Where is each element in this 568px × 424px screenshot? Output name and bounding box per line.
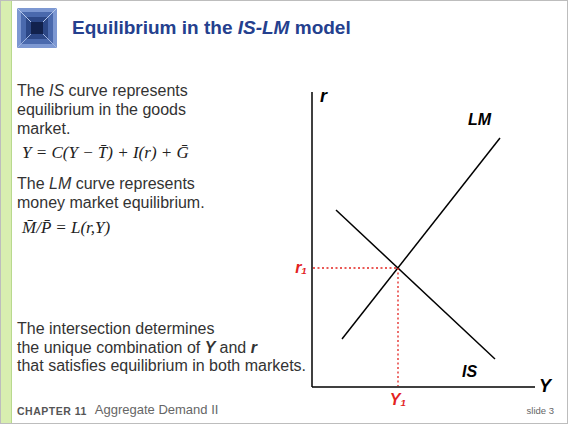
icon-edge	[43, 8, 57, 22]
slide-number: slide 3	[527, 405, 554, 416]
text-run: Equilibrium	[72, 17, 182, 38]
text-run: represents	[119, 175, 195, 192]
text-run: IS	[49, 82, 69, 99]
text-run: goods	[142, 101, 186, 118]
text-run: equilibrium	[17, 101, 99, 118]
icon-edge	[17, 34, 31, 48]
side-bar	[0, 0, 11, 424]
slide-title: Equilibrium in the IS-LM model	[72, 17, 351, 39]
axis-label: Y	[539, 376, 551, 397]
body-text: The LM curve represents money market equ…	[17, 175, 222, 213]
side-bar-edge	[11, 0, 12, 424]
is-equation: Y = C(Y − T̄) + I(r) + Ḡ	[22, 143, 189, 163]
text-run: both	[209, 357, 245, 374]
body-text: The IS curve represents equilibrium in t…	[17, 82, 222, 139]
text-run: and	[220, 339, 251, 356]
text-run: satisfies	[48, 357, 110, 374]
text-run: The	[17, 82, 49, 99]
axis-label: r	[320, 86, 327, 107]
text-run: IS-LM	[238, 17, 295, 38]
r-axis	[311, 92, 313, 387]
text-run: represents	[112, 82, 188, 99]
is-curve	[336, 210, 495, 359]
text-run: in	[192, 357, 209, 374]
equilibrium-value: Y₁	[390, 391, 406, 410]
text-run: model	[295, 17, 351, 38]
text-run: equilibrium.	[123, 194, 205, 211]
text-run: combination	[96, 339, 187, 356]
body-text: The intersection determines	[17, 320, 214, 339]
title-icon	[17, 8, 57, 48]
guide-line	[397, 268, 398, 386]
icon-core	[31, 22, 43, 34]
body-text: that satisfies equilibrium in both marke…	[17, 357, 306, 376]
curve-label: IS	[462, 363, 477, 382]
text-run: intersection	[49, 320, 135, 337]
guide-line	[313, 267, 398, 268]
text-run: equilibrium	[110, 357, 192, 374]
text-run: the	[17, 339, 44, 356]
text-run: markets.	[245, 357, 306, 374]
text-run: r	[251, 339, 257, 356]
text-run: curve	[76, 175, 120, 192]
text-run: The	[17, 175, 49, 192]
icon-edge	[43, 34, 57, 48]
icon-edge	[17, 8, 31, 22]
chapter-number: CHAPTER 11	[17, 405, 87, 417]
text-run: market	[69, 194, 122, 211]
chapter-title: Aggregate Demand II	[95, 402, 219, 417]
curve-label: LM	[468, 111, 491, 130]
text-run: money	[17, 194, 69, 211]
text-run: the	[116, 101, 143, 118]
text-run: Y	[205, 339, 220, 356]
text-run: unique	[44, 339, 97, 356]
text-run: market.	[17, 120, 70, 137]
text-run: determines	[135, 320, 214, 337]
text-run: curve	[69, 82, 113, 99]
y-axis	[312, 386, 535, 388]
equilibrium-value: r₁	[295, 259, 307, 278]
text-run: in	[99, 101, 116, 118]
lm-equation: M̄/P̄ = L(r,Y)	[22, 218, 110, 238]
text-run: that	[17, 357, 48, 374]
text-run: of	[187, 339, 205, 356]
text-run: in	[182, 17, 204, 38]
icon-frame	[17, 8, 57, 48]
text-run: The	[17, 320, 49, 337]
text-run: LM	[49, 175, 76, 192]
body-text: the unique combination of Y and r	[17, 339, 257, 358]
text-run: the	[204, 17, 238, 38]
